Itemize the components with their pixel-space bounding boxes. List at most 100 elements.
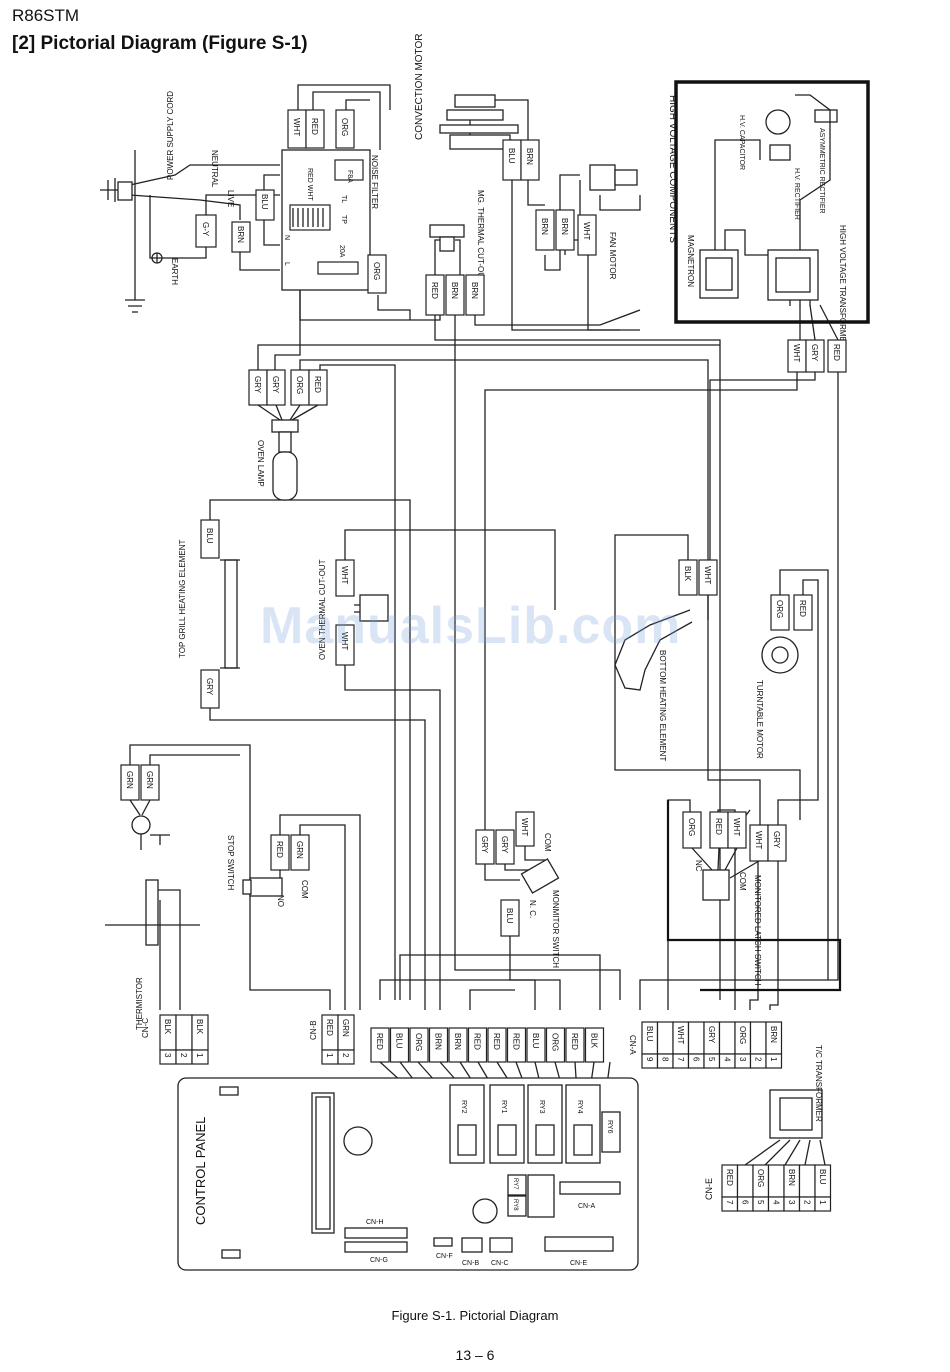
svg-text:RY2: RY2 [460,1100,467,1114]
neutral-label: NEUTRAL [210,150,219,188]
svg-text:GRN: GRN [295,841,304,859]
svg-text:RED: RED [275,841,284,858]
svg-text:CN-E: CN-E [704,1178,714,1200]
svg-text:RY6: RY6 [606,1120,613,1134]
blu-tag-power: BLU [255,189,275,221]
svg-text:3: 3 [787,1200,796,1205]
svg-text:RED: RED [512,1033,521,1050]
convection-motor: CONVECTION MOTOR [414,34,519,150]
noise-filter-org-tag: ORG [335,109,355,149]
svg-text:GRY: GRY [500,836,509,854]
mg-thermal-cutout-label: MG. THERMAL CUT-OUT [476,190,485,283]
relay-wire-tag: ORG [409,1027,429,1063]
svg-text:COM: COM [300,880,309,899]
power-supply-cord: POWER SUPPLY CORD NEUTRAL LIVE EARTH [117,91,235,285]
svg-text:ORG: ORG [340,118,349,136]
svg-text:1: 1 [325,1053,334,1058]
svg-text:ORG: ORG [414,1033,423,1051]
noise-filter-wht-tag: WHT [287,109,307,149]
svg-text:CN-B: CN-B [462,1260,479,1267]
mg-red-tag: RED [425,274,445,316]
noise-filter-label: NOISE FILTER [370,155,379,209]
relay-wire-tag: BLU [526,1027,546,1063]
svg-text:RY4: RY4 [576,1100,583,1114]
svg-text:ORG: ORG [738,1026,747,1044]
svg-text:GRY: GRY [772,831,781,849]
relay-wire-tag: RED [506,1027,527,1063]
svg-text:TL: TL [340,195,347,203]
hv-wht-tag: WHT [787,339,807,373]
svg-text:BRN: BRN [787,1169,796,1186]
convection-motor-label: CONVECTION MOTOR [414,34,425,140]
fan-motor: FAN MOTOR [589,164,641,280]
noise-filter: NOISE FILTER RED WHT F8A TL TP N L 20A [281,149,379,291]
svg-text:GRY: GRY [271,376,280,394]
svg-text:H.V. RECTIFIER: H.V. RECTIFIER [793,168,800,220]
svg-text:BRN: BRN [434,1033,443,1050]
thermistor-ground-tags: GRN GRN [120,764,170,850]
svg-text:CN-B: CN-B [309,1020,318,1040]
fan-wht-tag: WHT [577,214,597,256]
svg-text:2: 2 [753,1057,762,1062]
svg-text:RED WHT: RED WHT [306,168,313,201]
bottom-heating-element: BLK WHT BOTTOM HEATING ELEMENT [614,559,718,761]
svg-text:BRN: BRN [470,282,479,299]
monitored-latch-switch: ORG RED WHT WHT GRY NC COM MONITORED LAT… [682,811,787,986]
cn-e-pin-6: 6 [736,1164,754,1212]
svg-text:BRN: BRN [540,218,549,235]
svg-text:CN-A: CN-A [628,1035,637,1055]
noise-filter-red-tag: RED [305,109,325,149]
page-title: [2] Pictorial Diagram (Figure S-1) [12,33,308,54]
svg-text:GRY: GRY [205,678,214,696]
svg-text:RED: RED [832,344,841,361]
pictorial-wiring-diagram: POWER SUPPLY CORD NEUTRAL LIVE EARTH G-Y… [100,34,870,1271]
oven-thermal-cutout-label: OVEN THERMAL CUT-OUT [318,559,327,660]
control-panel-label: CONTROL PANEL [193,1117,208,1225]
hv-gry-tag: GRY [805,339,825,373]
relay-wire-tag: BLK [584,1027,605,1063]
svg-text:3: 3 [738,1057,747,1062]
svg-text:20A: 20A [338,245,345,258]
oven-thermal-cutout: WHT WHT OVEN THERMAL CUT-OUT [318,559,389,666]
relay-wire-tag: RED [370,1027,390,1063]
svg-text:BRN: BRN [769,1026,778,1043]
hv-transformer-label: HIGH VOLTAGE TRANSFORMER [838,225,847,348]
svg-text:BRN: BRN [450,282,459,299]
svg-text:5: 5 [756,1200,765,1205]
turntable-motor: ORG RED TURNTABLE MOTOR [755,594,813,759]
svg-text:6: 6 [691,1057,700,1062]
svg-text:H.V. CAPACITOR: H.V. CAPACITOR [738,115,745,170]
svg-text:BLK: BLK [195,1019,204,1035]
convection-brn-tag: BRN [520,139,540,181]
svg-text:COM: COM [543,833,552,852]
svg-text:WHT: WHT [340,566,349,584]
svg-text:CN-C: CN-C [491,1260,509,1267]
relay-wire-tag: RED [467,1027,488,1063]
svg-text:ORG: ORG [687,818,696,836]
svg-text:RED: RED [473,1033,482,1050]
svg-text:GRY: GRY [253,376,262,394]
svg-text:RED: RED [714,818,723,835]
svg-text:4: 4 [771,1200,780,1205]
cn-e-pin-4: 4 [767,1164,785,1212]
svg-text:GRY: GRY [707,1026,716,1044]
svg-text:1: 1 [195,1053,204,1058]
svg-text:BLU: BLU [531,1033,540,1049]
svg-text:RY1: RY1 [500,1100,507,1114]
thermistor-label: THERMISTOR [135,977,144,1030]
brn-tag-power: BRN [231,221,251,253]
svg-text:ORG: ORG [551,1033,560,1051]
figure-caption: Figure S-1. Pictorial Diagram [391,1308,559,1323]
cn-a-pin-2: 2 [749,1021,767,1069]
svg-text:RED: RED [375,1033,384,1050]
svg-text:RED: RED [725,1169,734,1186]
svg-text:BLU: BLU [260,194,269,210]
svg-text:BLU: BLU [645,1026,654,1042]
